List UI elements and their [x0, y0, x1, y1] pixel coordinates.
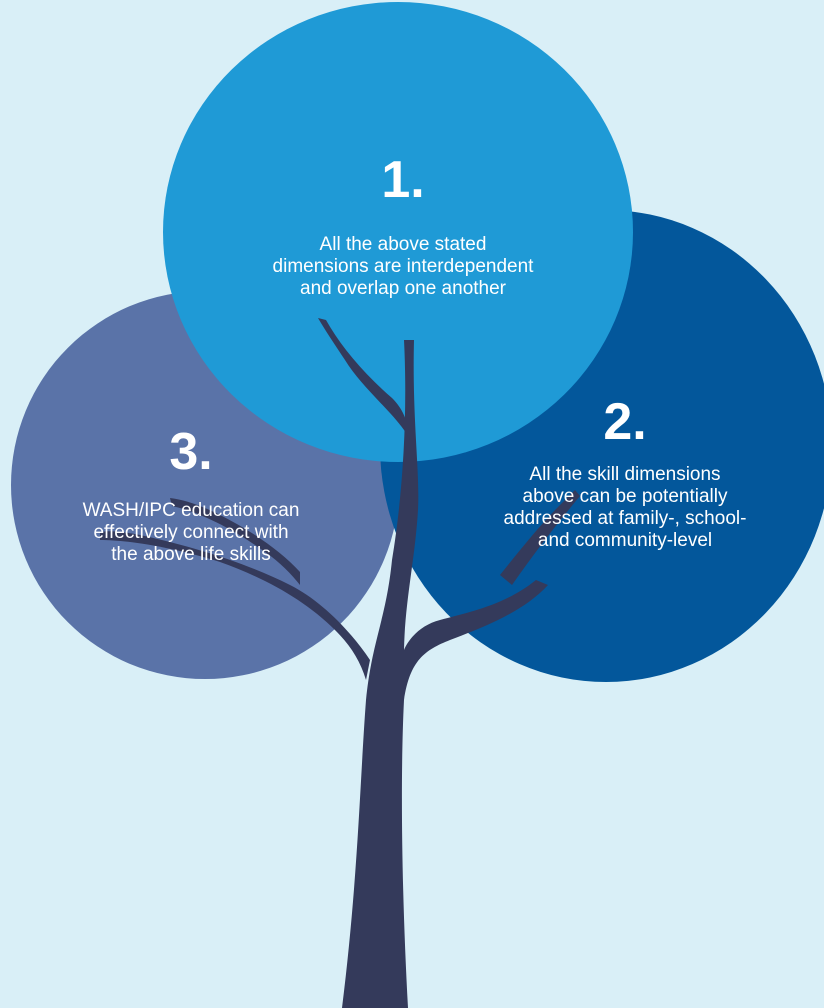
trunk-main: [342, 340, 548, 1008]
point-3-number: 3.: [169, 423, 213, 481]
point-3-text-body: WASH/IPC education can effectively conne…: [82, 500, 300, 565]
branch-upper-left: [318, 318, 410, 440]
point-2-number: 2.: [603, 393, 647, 451]
circle-1: [163, 2, 633, 462]
point-1-text-body: All the above stated dimensions are inte…: [272, 234, 534, 299]
tree-trunk: [100, 318, 580, 1008]
branch-left: [100, 531, 370, 680]
point-1-number: 1.: [381, 151, 425, 209]
point-2-text-body: All the skill dimensions above can be po…: [503, 464, 747, 551]
point-3-text: WASH/IPC education can effectively conne…: [35, 500, 347, 566]
point-1-text: All the above stated dimensions are inte…: [215, 234, 591, 300]
branch-twig: [170, 498, 300, 585]
branch-right: [500, 490, 580, 585]
point-2-text: All the skill dimensions above can be po…: [455, 464, 795, 552]
